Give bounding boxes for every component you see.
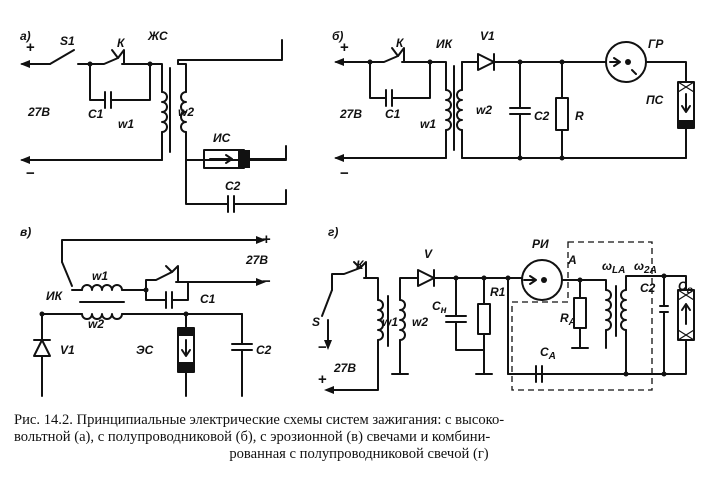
panel-g-wla-label: ωLA (602, 259, 625, 276)
panel-a-tag: а) (20, 29, 31, 43)
panel-b-voltage: 27В (339, 107, 362, 121)
panel-g-breaker (331, 267, 379, 301)
panel-a-cap2-label: С2 (225, 179, 241, 193)
panel-b-plus: + (340, 39, 349, 56)
panel-g-tag: г) (328, 225, 338, 239)
panel-g-module-a-border (511, 241, 653, 391)
panel-a-w1-label: w1 (118, 117, 134, 131)
panel-a-minus: − (26, 165, 35, 182)
panel-b-cap1-label: С1 (385, 107, 401, 121)
panel-b-w2-label: w2 (476, 103, 492, 117)
panel-v-plug-label: ЭС (136, 343, 154, 357)
panel-a-switch-label: S1 (60, 34, 75, 48)
panel-g-w2a-label: ω2A (634, 259, 657, 276)
panel-g-w1-label: w1 (382, 315, 398, 329)
panel-g-plus: + (318, 371, 327, 388)
panel-a-breaker-label: К (117, 36, 126, 50)
panel-a-coil-label: ЖС (147, 29, 168, 43)
panel-a-primary-winding (161, 91, 168, 133)
panel-v-tag: в) (20, 225, 31, 239)
panel-v-switch (61, 261, 73, 287)
caption-line-3: рованная с полупроводниковой свечой (г) (229, 446, 489, 462)
panel-g-primary-winding (377, 299, 384, 341)
panel-g: г) К V РИ А ωLA ω2A С2 Св S w1 w2 Сн R1 … (312, 225, 695, 394)
panel-b-minus: − (340, 165, 349, 182)
panel-b-diode-label: V1 (480, 29, 495, 43)
panel-a-cap1-label: С1 (88, 107, 104, 121)
panel-g-ra-label: RA (560, 311, 576, 328)
panel-v-minus: − (262, 273, 271, 290)
panel-v-breaker (145, 271, 189, 291)
panel-g-switch-label: S (312, 315, 320, 329)
panel-b-primary-winding (445, 89, 452, 131)
panel-b-breaker (369, 55, 431, 63)
panel-g-resistor-r1 (477, 303, 491, 335)
panel-g-gap-label: РИ (532, 237, 549, 251)
panel-v-cap2-label: С2 (256, 343, 272, 357)
panel-a-switch-s1 (49, 49, 75, 65)
panel-b-gap-label: ГР (648, 37, 664, 51)
panel-v-secondary-winding (81, 313, 123, 320)
panel-g-diode-label: V (424, 247, 433, 261)
panel-g-w2-label: w2 (412, 315, 428, 329)
panel-g-winding-la (605, 289, 612, 331)
panel-g-switch (321, 289, 333, 317)
panel-g-cn-label: Сн (432, 299, 447, 316)
panel-v-diode-label: V1 (60, 343, 75, 357)
panel-v: в) + 27В − w1 ИК С1 w2 V1 ЭС С2 (20, 225, 272, 397)
panel-v-primary-winding (81, 284, 123, 291)
panel-b-cap2-label: С2 (534, 109, 550, 123)
panel-g-winding-2a (620, 289, 627, 331)
panel-g-breaker-label: К (356, 258, 365, 272)
panel-g-ca-label: СA (540, 345, 556, 362)
panel-v-w2-label: w2 (88, 317, 104, 331)
panel-g-voltage: 27В (333, 361, 356, 375)
panel-b-resistor (555, 97, 569, 131)
panel-a-voltage: 27В (27, 105, 50, 119)
caption-line-2: вольтной (а), с полупроводниковой (б), с… (14, 429, 491, 445)
panel-a-breaker (89, 57, 151, 65)
panel-v-coil-label: ИК (46, 289, 64, 303)
panel-g-diode (417, 269, 435, 287)
panel-g-minus: − (318, 339, 327, 356)
ignition-schematics: а) + S1 К ЖС 27В С1 w1 w2 − ИС С2 (20, 29, 695, 397)
figure-caption: Рис. 14.2. Принципиальные электрические … (14, 412, 704, 463)
panel-g-secondary-winding (399, 299, 406, 341)
panel-b: б) + К ИК V1 ГР 27В С1 w1 w2 С2 R ПС − (332, 29, 695, 182)
panel-b-w1-label: w1 (420, 117, 436, 131)
panel-b-coil-label: ИК (436, 37, 454, 51)
panel-g-cap2-label: С2 (640, 281, 656, 295)
panel-a-plus-arrow (20, 60, 30, 68)
panel-v-voltage: 27В (245, 253, 268, 267)
caption-line-1: Рис. 14.2. Принципиальные электрические … (14, 412, 505, 428)
panel-a-plus: + (26, 39, 35, 56)
panel-g-r1-label: R1 (490, 285, 506, 299)
panel-v-cap1-label: С1 (200, 292, 216, 306)
panel-b-resistor-label: R (575, 109, 584, 123)
panel-v-w1-label: w1 (92, 269, 108, 283)
panel-b-tag: б) (332, 29, 343, 43)
panel-b-breaker-label: К (396, 36, 405, 50)
panel-a: а) + S1 К ЖС 27В С1 w1 w2 − ИС С2 (20, 29, 287, 213)
panel-a-secondary-winding (180, 91, 187, 133)
panel-v-plus: + (262, 231, 271, 248)
panel-b-diode (477, 53, 495, 71)
panel-b-secondary-winding (456, 89, 463, 131)
panel-v-diode (33, 339, 51, 357)
panel-b-plug-label: ПС (646, 93, 664, 107)
panel-a-plug-label: ИС (213, 131, 231, 145)
panel-g-node-label: А (567, 253, 577, 267)
